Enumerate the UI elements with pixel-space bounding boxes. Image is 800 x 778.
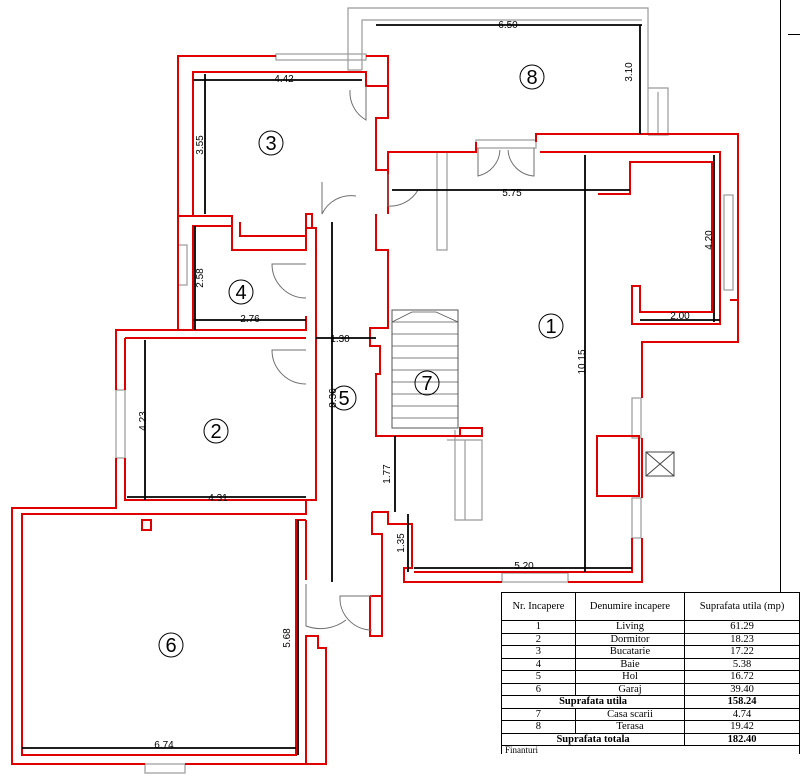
total-label: Suprafata totala	[500, 732, 686, 746]
row-name: Dormitor	[574, 632, 686, 646]
row-name: Bucatarie	[574, 645, 686, 659]
room-number-7: 7	[421, 373, 432, 395]
dim-2-76: 2.76	[240, 314, 260, 325]
table-row: 4 Baie 5.38	[501, 657, 800, 671]
sheet-edge-dash	[788, 34, 800, 35]
dim-10-15: 10.15	[577, 349, 588, 374]
table-row: 7 Casa scarii 4.74	[501, 707, 800, 721]
room-markers: 1 2 3 4 5 6 7 8	[158, 64, 564, 658]
row-name: Casa scarii	[574, 707, 686, 721]
dim-4-20: 4.20	[704, 230, 715, 250]
row-area: 18.23	[684, 632, 800, 646]
area-table: Nr. Incapere Denumire incapere Suprafata…	[500, 592, 800, 754]
dim-1-77: 1.77	[382, 464, 393, 484]
dim-6-74: 6.74	[154, 740, 174, 751]
row-area: 16.72	[684, 670, 800, 684]
row-name: Terasa	[574, 720, 686, 734]
table-row: 2 Dormitor 18.23	[501, 632, 800, 646]
stair-gray-outline	[436, 152, 483, 521]
room-number-5: 5	[338, 388, 349, 410]
table-header-row: Nr. Incapere Denumire incapere Suprafata…	[501, 592, 800, 621]
row-area: 19.42	[684, 720, 800, 734]
sheet-edge-line	[780, 0, 781, 592]
row-nr: 4	[501, 657, 576, 671]
table-row: 8 Terasa 19.42	[501, 720, 800, 734]
total-row: Suprafata totala 182.40	[500, 732, 800, 746]
row-nr: 1	[501, 620, 576, 634]
table-row: 5 Hol 16.72	[501, 670, 800, 684]
subtotal-value: 158.24	[684, 695, 800, 709]
row-nr: 3	[501, 645, 576, 659]
table-row: 6 Garaj 39.40	[501, 682, 800, 696]
table-row: 1 Living 61.29	[501, 620, 800, 634]
room-number-2: 2	[210, 421, 221, 443]
walls	[11, 55, 739, 765]
staircase	[391, 309, 459, 429]
dim-2-58: 2.58	[195, 268, 206, 288]
dim-3-10: 3.10	[624, 62, 635, 82]
dim-5-75: 5.75	[502, 188, 522, 199]
row-area: 39.40	[684, 682, 800, 696]
doors	[271, 86, 535, 631]
room-number-1: 1	[545, 316, 556, 338]
subtotal-row: Suprafata utila 158.24	[500, 695, 800, 709]
room-number-8: 8	[526, 67, 537, 89]
row-nr: 6	[501, 682, 576, 696]
table-row: 3 Bucatarie 17.22	[501, 645, 800, 659]
terrace-outline	[347, 7, 669, 136]
row-name: Hol	[574, 670, 686, 684]
dim-4-42: 4.42	[274, 74, 294, 85]
room-number-6: 6	[165, 635, 176, 657]
row-name: Garaj	[574, 682, 686, 696]
row-name: Baie	[574, 657, 686, 671]
dim-1-35: 1.35	[396, 533, 407, 553]
dim-5-68: 5.68	[282, 628, 293, 648]
dim-5-20: 5.20	[514, 561, 534, 572]
dim-2-00: 2.00	[670, 311, 690, 322]
fireplace	[596, 435, 675, 497]
row-area: 61.29	[684, 620, 800, 634]
dim-4-31: 4.31	[208, 493, 228, 504]
row-nr: 5	[501, 670, 576, 684]
room-number-4: 4	[235, 282, 246, 304]
note-row: Finanturi	[501, 745, 800, 754]
dim-8-36: 8.36	[328, 388, 339, 408]
total-value: 182.40	[684, 732, 800, 746]
dim-3-55: 3.55	[195, 135, 206, 155]
dim-4-23: 4.23	[138, 411, 149, 431]
row-area: 17.22	[684, 645, 800, 659]
row-nr: 8	[501, 720, 576, 734]
subtotal-label: Suprafata utila	[500, 695, 686, 709]
header-nr: Nr. Incapere	[501, 592, 576, 621]
header-name: Denumire incapere	[574, 592, 686, 621]
row-area: 5.38	[684, 657, 800, 671]
room-number-3: 3	[265, 133, 276, 155]
row-nr: 7	[501, 707, 576, 721]
table-note: Finanturi	[501, 745, 800, 754]
row-area: 4.74	[684, 707, 800, 721]
dim-6-50: 6.50	[498, 20, 518, 31]
row-name: Living	[574, 620, 686, 634]
dim-1-30: 1.30	[330, 334, 350, 345]
header-area: Suprafata utila (mp)	[684, 592, 800, 621]
dimension-labels: 6.50 3.10 4.42 3.55 5.75 4.20 2.58 2.76 …	[138, 20, 715, 751]
dimension-lines	[22, 24, 720, 755]
row-nr: 2	[501, 632, 576, 646]
